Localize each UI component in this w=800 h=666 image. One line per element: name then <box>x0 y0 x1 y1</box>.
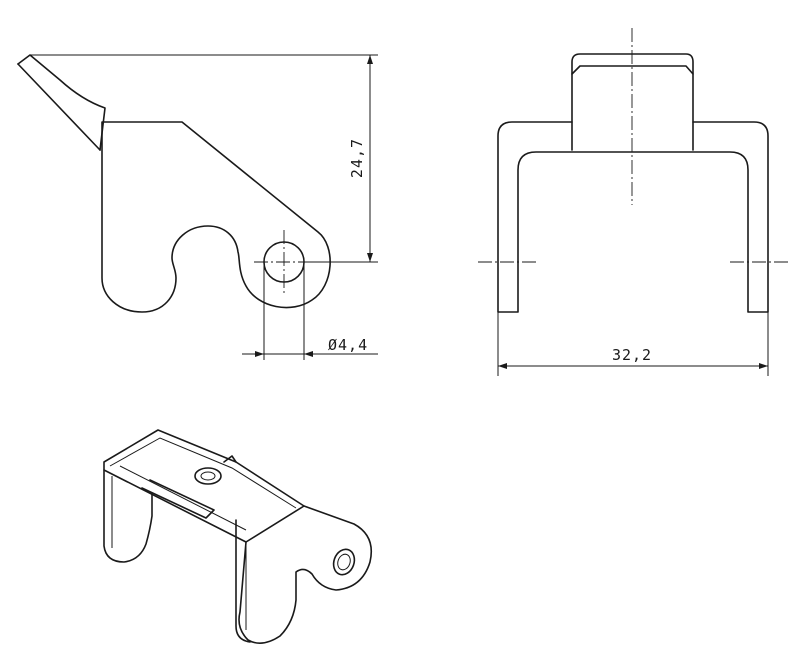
side-view-body <box>101 121 331 313</box>
isometric-view <box>103 429 373 644</box>
width-dimension-label: 32,2 <box>612 346 652 364</box>
front-view <box>478 28 788 313</box>
front-view-top-block-inner <box>571 65 694 75</box>
diameter-dimension: Ø4,4 <box>242 262 378 360</box>
diameter-dimension-label: Ø4,4 <box>328 336 368 354</box>
height-dimension-label: 24,7 <box>348 138 366 178</box>
side-view-flange-lower <box>17 63 101 151</box>
width-dimension: 32,2 <box>497 312 769 376</box>
side-view-flange <box>17 54 106 151</box>
height-dimension: 24,7 <box>30 54 378 263</box>
front-view-top-block <box>571 53 694 151</box>
front-view-frame-outer <box>497 121 769 313</box>
side-view <box>17 54 352 313</box>
